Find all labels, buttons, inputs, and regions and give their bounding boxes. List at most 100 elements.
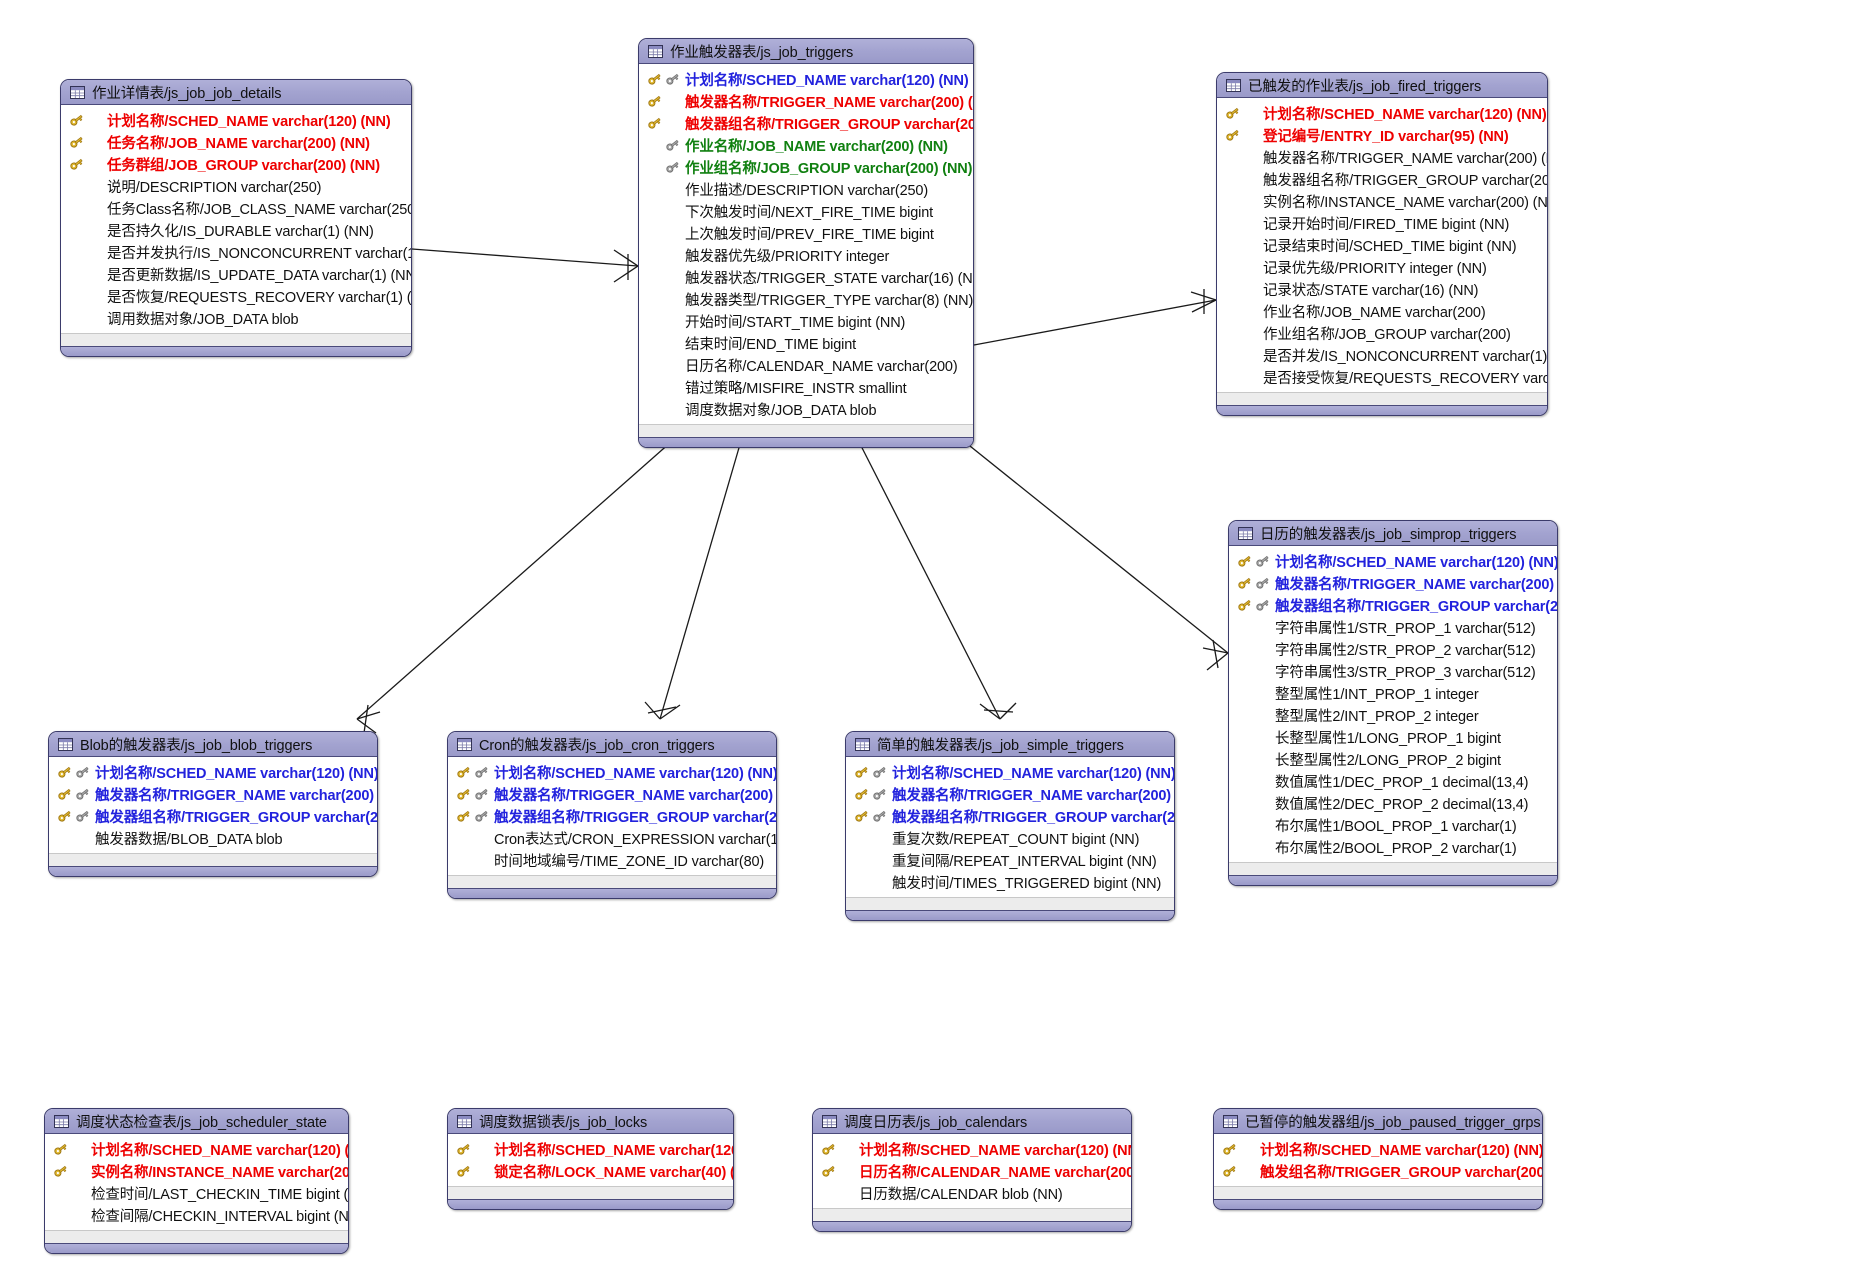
field-row[interactable]: 计划名称/SCHED_NAME varchar(120) (NN) [639, 68, 973, 90]
field-row[interactable]: 触发器数据/BLOB_DATA blob [49, 827, 377, 849]
field-row[interactable]: Cron表达式/CRON_EXPRESSION varchar(120) (NN… [448, 827, 776, 849]
field-row[interactable]: 登记编号/ENTRY_ID varchar(95) (NN) [1217, 124, 1547, 146]
entity-header-locks[interactable]: 调度数据锁表/js_job_locks [448, 1109, 733, 1134]
field-row[interactable]: 整型属性1/INT_PROP_1 integer [1229, 682, 1557, 704]
entity-header-simple_triggers[interactable]: 简单的触发器表/js_job_simple_triggers [846, 732, 1174, 757]
entity-simprop_triggers[interactable]: 日历的触发器表/js_job_simprop_triggers 计划名称/SCHE… [1228, 520, 1558, 886]
field-row[interactable]: 触发器组名称/TRIGGER_GROUP varchar(200) (NN) [448, 805, 776, 827]
entity-header-cron_triggers[interactable]: Cron的触发器表/js_job_cron_triggers [448, 732, 776, 757]
field-row[interactable]: 计划名称/SCHED_NAME varchar(120) (NN) [1217, 102, 1547, 124]
field-row[interactable]: 计划名称/SCHED_NAME varchar(120) (NN) [1214, 1138, 1542, 1160]
entity-scheduler_state[interactable]: 调度状态检查表/js_job_scheduler_state 计划名称/SCHED… [44, 1108, 349, 1254]
field-row[interactable]: 字符串属性2/STR_PROP_2 varchar(512) [1229, 638, 1557, 660]
field-row[interactable]: 开始时间/START_TIME bigint (NN) [639, 310, 973, 332]
field-row[interactable]: 计划名称/SCHED_NAME varchar(120) (NN) [448, 1138, 733, 1160]
field-row[interactable]: 是否接受恢复/REQUESTS_RECOVERY varchar(1) [1217, 366, 1547, 388]
entity-header-simprop_triggers[interactable]: 日历的触发器表/js_job_simprop_triggers [1229, 521, 1557, 546]
field-row[interactable]: 实例名称/INSTANCE_NAME varchar(200) (NN) [1217, 190, 1547, 212]
field-row[interactable]: 计划名称/SCHED_NAME varchar(120) (NN) [813, 1138, 1131, 1160]
field-row[interactable]: 作业描述/DESCRIPTION varchar(250) [639, 178, 973, 200]
field-row[interactable]: 日历名称/CALENDAR_NAME varchar(200) [639, 354, 973, 376]
entity-simple_triggers[interactable]: 简单的触发器表/js_job_simple_triggers 计划名称/SCHED… [845, 731, 1175, 921]
entity-blob_triggers[interactable]: Blob的触发器表/js_job_blob_triggers 计划名称/SCHED… [48, 731, 378, 877]
entity-header-paused_trigger_grps[interactable]: 已暂停的触发器组/js_job_paused_trigger_grps [1214, 1109, 1542, 1134]
field-row[interactable]: 作业组名称/JOB_GROUP varchar(200) [1217, 322, 1547, 344]
field-row[interactable]: 布尔属性1/BOOL_PROP_1 varchar(1) [1229, 814, 1557, 836]
field-row[interactable]: 检查时间/LAST_CHECKIN_TIME bigint (NN) [45, 1182, 348, 1204]
field-row[interactable]: 触发器组名称/TRIGGER_GROUP varchar(200) (NN) [1217, 168, 1547, 190]
field-row[interactable]: 数值属性2/DEC_PROP_2 decimal(13,4) [1229, 792, 1557, 814]
field-row[interactable]: 重复次数/REPEAT_COUNT bigint (NN) [846, 827, 1174, 849]
field-row[interactable]: 任务名称/JOB_NAME varchar(200) (NN) [61, 131, 411, 153]
field-row[interactable]: 锁定名称/LOCK_NAME varchar(40) (NN) [448, 1160, 733, 1182]
field-row[interactable]: 数值属性1/DEC_PROP_1 decimal(13,4) [1229, 770, 1557, 792]
field-row[interactable]: 触发器组名称/TRIGGER_GROUP varchar(200) (NN) [846, 805, 1174, 827]
entity-paused_trigger_grps[interactable]: 已暂停的触发器组/js_job_paused_trigger_grps 计划名称/… [1213, 1108, 1543, 1210]
field-row[interactable]: 作业组名称/JOB_GROUP varchar(200) (NN) [639, 156, 973, 178]
field-row[interactable]: 触发器组名称/TRIGGER_GROUP varchar(200) (NN) [49, 805, 377, 827]
field-row[interactable]: 记录开始时间/FIRED_TIME bigint (NN) [1217, 212, 1547, 234]
entity-header-scheduler_state[interactable]: 调度状态检查表/js_job_scheduler_state [45, 1109, 348, 1134]
field-row[interactable]: 计划名称/SCHED_NAME varchar(120) (NN) [448, 761, 776, 783]
field-row[interactable]: 计划名称/SCHED_NAME varchar(120) (NN) [49, 761, 377, 783]
field-row[interactable]: 调用数据对象/JOB_DATA blob [61, 307, 411, 329]
entity-header-triggers[interactable]: 作业触发器表/js_job_triggers [639, 39, 973, 64]
field-row[interactable]: 触发器名称/TRIGGER_NAME varchar(200) (NN) [448, 783, 776, 805]
field-row[interactable]: 触发器组名称/TRIGGER_GROUP varchar(200) (NN) [639, 112, 973, 134]
field-row[interactable]: 计划名称/SCHED_NAME varchar(120) (NN) [61, 109, 411, 131]
field-row[interactable]: 触发器名称/TRIGGER_NAME varchar(200) (NN) [846, 783, 1174, 805]
field-row[interactable]: 整型属性2/INT_PROP_2 integer [1229, 704, 1557, 726]
field-row[interactable]: 触发器名称/TRIGGER_NAME varchar(200) (NN) [1229, 572, 1557, 594]
field-row[interactable]: 记录状态/STATE varchar(16) (NN) [1217, 278, 1547, 300]
field-row[interactable]: 是否更新数据/IS_UPDATE_DATA varchar(1) (NN) [61, 263, 411, 285]
field-row[interactable]: 触发器名称/TRIGGER_NAME varchar(200) (NN) [49, 783, 377, 805]
field-row[interactable]: 计划名称/SCHED_NAME varchar(120) (NN) [45, 1138, 348, 1160]
field-row[interactable]: 布尔属性2/BOOL_PROP_2 varchar(1) [1229, 836, 1557, 858]
field-row[interactable]: 是否并发执行/IS_NONCONCURRENT varchar(1) (NN) [61, 241, 411, 263]
field-row[interactable]: 触发器名称/TRIGGER_NAME varchar(200) (NN) [639, 90, 973, 112]
field-row[interactable]: 触发器类型/TRIGGER_TYPE varchar(8) (NN) [639, 288, 973, 310]
field-row[interactable]: 是否持久化/IS_DURABLE varchar(1) (NN) [61, 219, 411, 241]
field-row[interactable]: 说明/DESCRIPTION varchar(250) [61, 175, 411, 197]
field-row[interactable]: 实例名称/INSTANCE_NAME varchar(200) (NN) [45, 1160, 348, 1182]
entity-job_details[interactable]: 作业详情表/js_job_job_details 计划名称/SCHED_NAME … [60, 79, 412, 357]
field-row[interactable]: 作业名称/JOB_NAME varchar(200) [1217, 300, 1547, 322]
entity-header-job_details[interactable]: 作业详情表/js_job_job_details [61, 80, 411, 105]
field-row[interactable]: 任务Class名称/JOB_CLASS_NAME varchar(250) (N… [61, 197, 411, 219]
field-row[interactable]: 是否恢复/REQUESTS_RECOVERY varchar(1) (NN) [61, 285, 411, 307]
field-row[interactable]: 触发器组名称/TRIGGER_GROUP varchar(200) (NN) [1229, 594, 1557, 616]
field-row[interactable]: 时间地域编号/TIME_ZONE_ID varchar(80) [448, 849, 776, 871]
field-row[interactable]: 任务群组/JOB_GROUP varchar(200) (NN) [61, 153, 411, 175]
field-row[interactable]: 触发器名称/TRIGGER_NAME varchar(200) (NN) [1217, 146, 1547, 168]
field-row[interactable]: 作业名称/JOB_NAME varchar(200) (NN) [639, 134, 973, 156]
field-row[interactable]: 长整型属性1/LONG_PROP_1 bigint [1229, 726, 1557, 748]
field-row[interactable]: 计划名称/SCHED_NAME varchar(120) (NN) [1229, 550, 1557, 572]
field-row[interactable]: 上次触发时间/PREV_FIRE_TIME bigint [639, 222, 973, 244]
field-row[interactable]: 下次触发时间/NEXT_FIRE_TIME bigint [639, 200, 973, 222]
field-row[interactable]: 触发组名称/TRIGGER_GROUP varchar(200) (NN) [1214, 1160, 1542, 1182]
field-row[interactable]: 日历数据/CALENDAR blob (NN) [813, 1182, 1131, 1204]
entity-locks[interactable]: 调度数据锁表/js_job_locks 计划名称/SCHED_NAME varch… [447, 1108, 734, 1210]
field-row[interactable]: 调度数据对象/JOB_DATA blob [639, 398, 973, 420]
field-row[interactable]: 重复间隔/REPEAT_INTERVAL bigint (NN) [846, 849, 1174, 871]
entity-header-blob_triggers[interactable]: Blob的触发器表/js_job_blob_triggers [49, 732, 377, 757]
field-row[interactable]: 检查间隔/CHECKIN_INTERVAL bigint (NN) [45, 1204, 348, 1226]
field-row[interactable]: 计划名称/SCHED_NAME varchar(120) (NN) [846, 761, 1174, 783]
field-row[interactable]: 字符串属性1/STR_PROP_1 varchar(512) [1229, 616, 1557, 638]
field-row[interactable]: 错过策略/MISFIRE_INSTR smallint [639, 376, 973, 398]
entity-triggers[interactable]: 作业触发器表/js_job_triggers 计划名称/SCHED_NAME va… [638, 38, 974, 448]
field-row[interactable]: 触发时间/TIMES_TRIGGERED bigint (NN) [846, 871, 1174, 893]
entity-header-fired_triggers[interactable]: 已触发的作业表/js_job_fired_triggers [1217, 73, 1547, 98]
entity-header-calendars[interactable]: 调度日历表/js_job_calendars [813, 1109, 1131, 1134]
field-row[interactable]: 长整型属性2/LONG_PROP_2 bigint [1229, 748, 1557, 770]
entity-cron_triggers[interactable]: Cron的触发器表/js_job_cron_triggers 计划名称/SCHED… [447, 731, 777, 899]
entity-fired_triggers[interactable]: 已触发的作业表/js_job_fired_triggers 计划名称/SCHED_… [1216, 72, 1548, 416]
field-row[interactable]: 是否并发/IS_NONCONCURRENT varchar(1) [1217, 344, 1547, 366]
field-row[interactable]: 记录优先级/PRIORITY integer (NN) [1217, 256, 1547, 278]
field-row[interactable]: 触发器状态/TRIGGER_STATE varchar(16) (NN) [639, 266, 973, 288]
field-row[interactable]: 结束时间/END_TIME bigint [639, 332, 973, 354]
field-row[interactable]: 字符串属性3/STR_PROP_3 varchar(512) [1229, 660, 1557, 682]
field-row[interactable]: 记录结束时间/SCHED_TIME bigint (NN) [1217, 234, 1547, 256]
field-row[interactable]: 触发器优先级/PRIORITY integer [639, 244, 973, 266]
